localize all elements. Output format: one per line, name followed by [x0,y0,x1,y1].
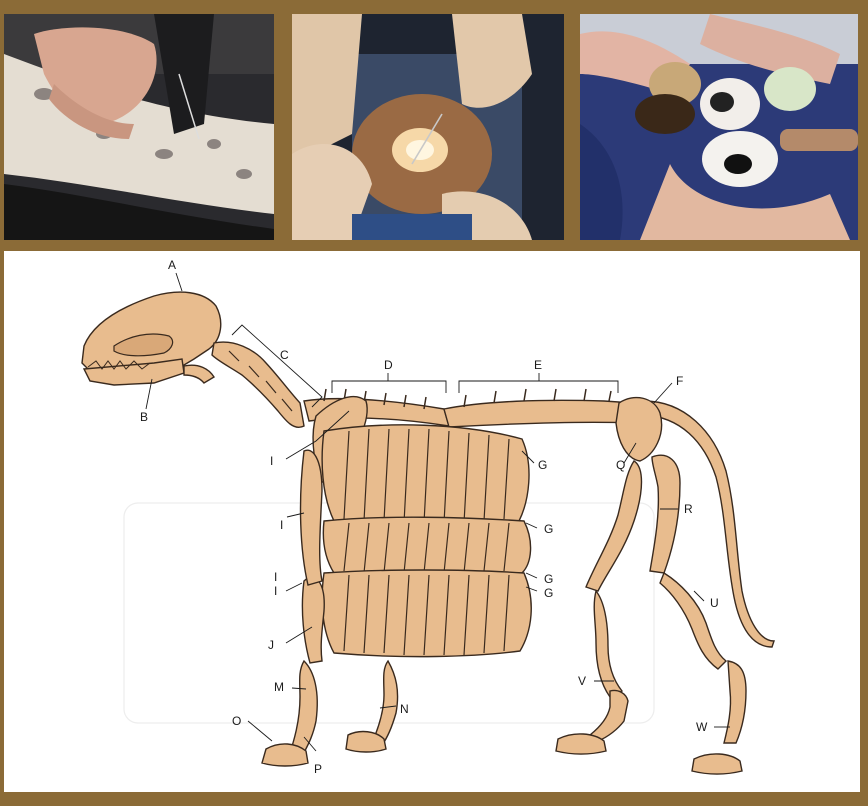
bracket-e [459,381,618,393]
label-d: D [384,358,393,372]
label-i-3: I [274,570,277,584]
label-f: F [676,374,683,388]
label-g-4: G [544,586,553,600]
photo-hands-on-dog [4,14,274,240]
label-g-3: G [544,572,553,586]
label-n: N [400,702,409,716]
label-i-2: I [280,518,283,532]
lumbar-vertebrae [444,389,634,427]
label-r: R [684,502,693,516]
label-g-1: G [538,458,547,472]
label-w: W [696,720,708,734]
skeleton-panel: A B C D E F G G G G I I I I J M N O P Q … [4,251,860,792]
photo-newborn-puppies [580,14,858,240]
label-c: C [280,348,289,362]
label-i-4: I [274,584,277,598]
label-m: M [274,680,284,694]
bracket-d [332,381,446,393]
label-b: B [140,410,148,424]
photo-surgical-incision-icon [292,14,564,240]
photo-newborn-puppies-icon [580,14,858,240]
label-o: O [232,714,241,728]
label-g-2: G [544,522,553,536]
label-a: A [168,258,176,272]
dog-skeleton-icon: A B C D E F G G G G I I I I J M N O P Q … [4,251,860,792]
label-u: U [710,596,719,610]
label-e: E [534,358,542,372]
label-p: P [314,762,322,776]
label-q: Q [616,458,625,472]
photo-surgical-incision [292,14,564,240]
label-v: V [578,674,586,688]
photo-hands-on-dog-icon [4,14,274,240]
rib-cage [322,425,531,657]
label-j: J [268,638,274,652]
label-i-1: I [270,454,273,468]
cervical-vertebrae [212,342,304,427]
